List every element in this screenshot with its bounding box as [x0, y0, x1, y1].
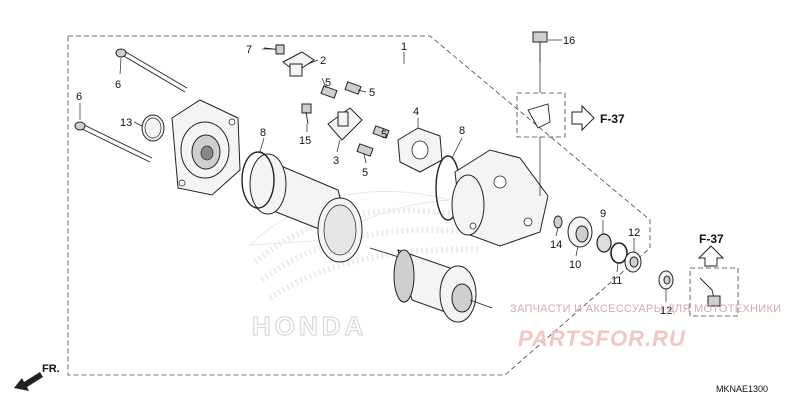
ref-arrow-up-icon	[697, 245, 725, 267]
brush-spring-c	[372, 125, 390, 139]
callout-14: 14	[550, 239, 562, 251]
callout-8-a: 8	[260, 127, 266, 139]
callout-2: 2	[320, 55, 326, 67]
callout-10: 10	[569, 259, 581, 271]
diagram-code: MKNAE1300	[716, 384, 768, 394]
callout-7: 7	[246, 44, 252, 56]
callout-8-b: 8	[459, 125, 465, 137]
cable-clamp	[527, 103, 551, 129]
shop-watermark-logo: PARTSFOR.RU	[518, 326, 686, 351]
callout-5-d: 5	[362, 167, 368, 179]
brush-spring-b	[344, 81, 362, 95]
brush-spring-a	[320, 85, 338, 99]
callout-13: 13	[120, 117, 132, 129]
callout-5-c: 5	[381, 129, 387, 141]
clamp-inset-box	[516, 92, 566, 138]
callout-3: 3	[333, 155, 339, 167]
honda-watermark-text: HONDA	[252, 311, 367, 341]
seal-left	[241, 151, 275, 209]
terminal-nut	[707, 295, 721, 307]
terminal	[282, 51, 315, 77]
shop-watermark-text: ЗАПЧАСТИ И АКСЕССУАРЫ ДЛЯ МОТОТЕХНИКИ	[510, 303, 781, 315]
callout-15: 15	[299, 135, 311, 147]
ref-arrow-right-icon	[571, 104, 595, 132]
motor-case	[249, 153, 363, 263]
seal-11	[610, 242, 628, 264]
screw-15	[301, 103, 312, 125]
callout-6-b: 6	[76, 91, 82, 103]
callout-6-a: 6	[115, 79, 121, 91]
holder-gear	[397, 127, 443, 173]
assembly-boundary	[67, 35, 651, 376]
brush-holder	[327, 107, 363, 141]
front-direction-icon	[14, 372, 43, 391]
callout-5-b: 5	[369, 87, 375, 99]
callout-1: 1	[401, 41, 407, 53]
callout-12-b: 12	[660, 305, 672, 317]
nut-12-upper	[624, 251, 642, 273]
o-ring	[141, 114, 165, 142]
callout-11: 11	[611, 275, 622, 287]
nut-12-lower	[658, 270, 674, 290]
callout-16: 16	[563, 35, 575, 47]
reduction-gear	[567, 216, 593, 248]
callout-12-a: 12	[628, 227, 640, 239]
rear-cover	[171, 99, 241, 196]
brush-spring-d	[356, 143, 374, 157]
ref-label-bottom: F-37	[699, 232, 724, 246]
callout-9: 9	[600, 208, 606, 220]
callout-4: 4	[413, 106, 419, 118]
front-cover	[451, 149, 549, 247]
bolt-16	[532, 31, 548, 62]
washer-14	[553, 215, 563, 229]
ref-label-right: F-37	[600, 112, 625, 126]
o-ring-9	[596, 233, 612, 253]
long-bolt-lower	[74, 121, 153, 163]
terminal-screw	[263, 44, 285, 55]
armature	[369, 247, 493, 323]
callout-5-a: 5	[325, 77, 331, 89]
direction-label: FR.	[42, 363, 60, 375]
leader-lines	[79, 39, 667, 302]
long-bolt-upper	[115, 48, 188, 93]
terminal-inset-box	[689, 267, 739, 317]
